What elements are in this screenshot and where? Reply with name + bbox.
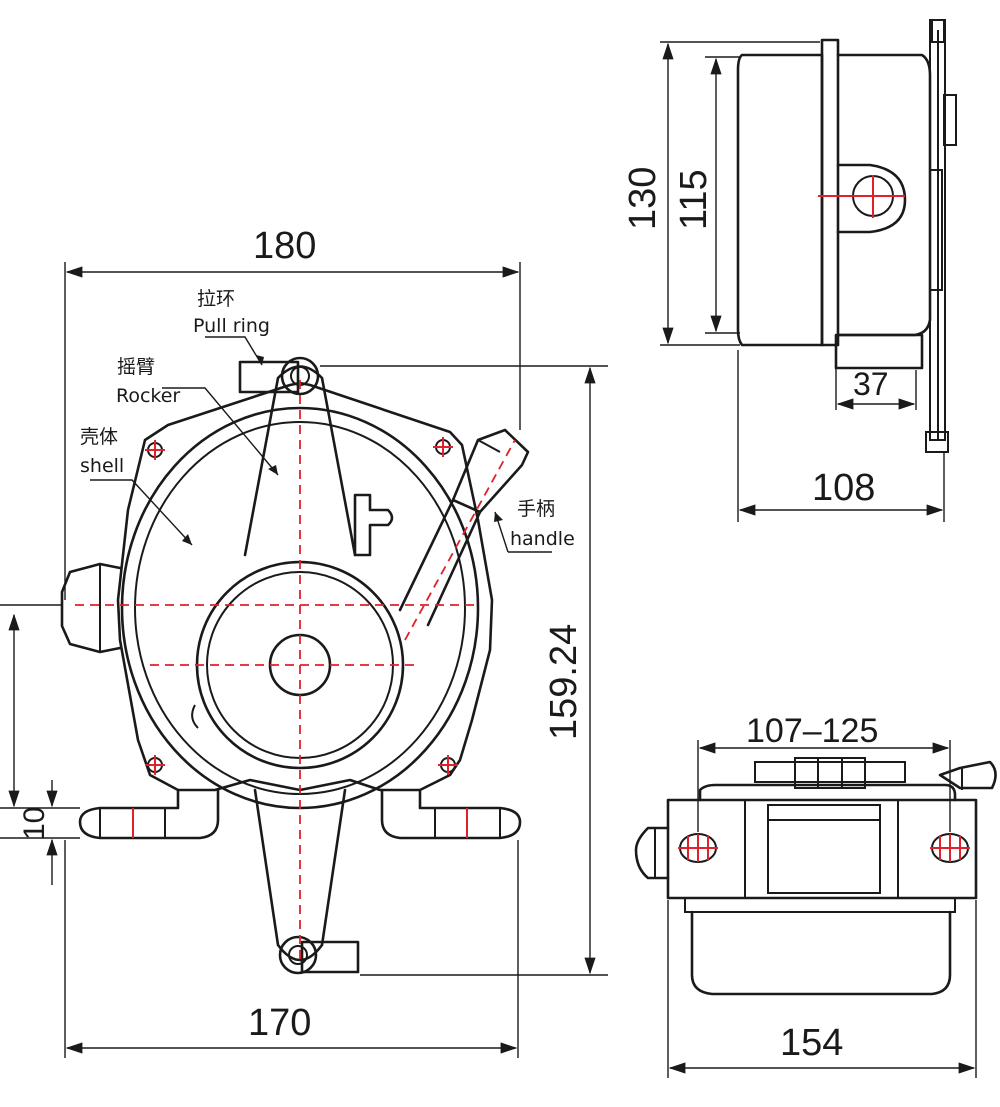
dim-side-height-inner: 115 (673, 169, 715, 230)
housing-outline (116, 381, 494, 792)
pull-ring-lug (238, 360, 300, 394)
label-pull-ring-cn: 拉环 (197, 288, 235, 310)
keyhole (353, 493, 394, 557)
bottom-view (634, 757, 997, 996)
bottom-dimensions (667, 740, 977, 1078)
left-foot (78, 788, 220, 840)
bolt-centerlines (145, 437, 458, 775)
dim-bottom-width: 154 (780, 1022, 843, 1064)
label-handle-cn: 手柄 (517, 498, 555, 520)
side-view (736, 19, 957, 453)
right-foot (380, 788, 522, 840)
dim-front-width-top: 180 (253, 225, 316, 267)
dim-side-depth: 37 (853, 366, 889, 402)
label-shell-cn: 壳体 (80, 426, 118, 448)
label-rocker-en: Rocker (116, 385, 180, 407)
dim-side-width: 108 (812, 467, 875, 509)
dim-foot-thickness: 10 (18, 807, 51, 840)
label-pull-ring-en: Pull ring (193, 315, 270, 337)
side-dimensions (660, 41, 945, 522)
dim-front-width-bottom: 170 (248, 1002, 311, 1044)
cable-gland (60, 562, 122, 654)
front-dimensions (0, 262, 608, 1058)
front-view (60, 356, 530, 975)
handle (398, 428, 530, 627)
bottom-lug (300, 940, 360, 974)
callout-leaders (90, 336, 552, 553)
label-shell-en: shell (80, 455, 124, 477)
dim-bottom-range: 107–125 (746, 712, 878, 750)
side-body (736, 53, 824, 347)
label-rocker-cn: 摇臂 (117, 356, 155, 378)
dim-front-height: 159.24 (543, 624, 585, 740)
label-handle-en: handle (510, 528, 575, 550)
bottom-centerlines (678, 834, 970, 862)
dim-side-height-outer: 130 (622, 167, 664, 230)
